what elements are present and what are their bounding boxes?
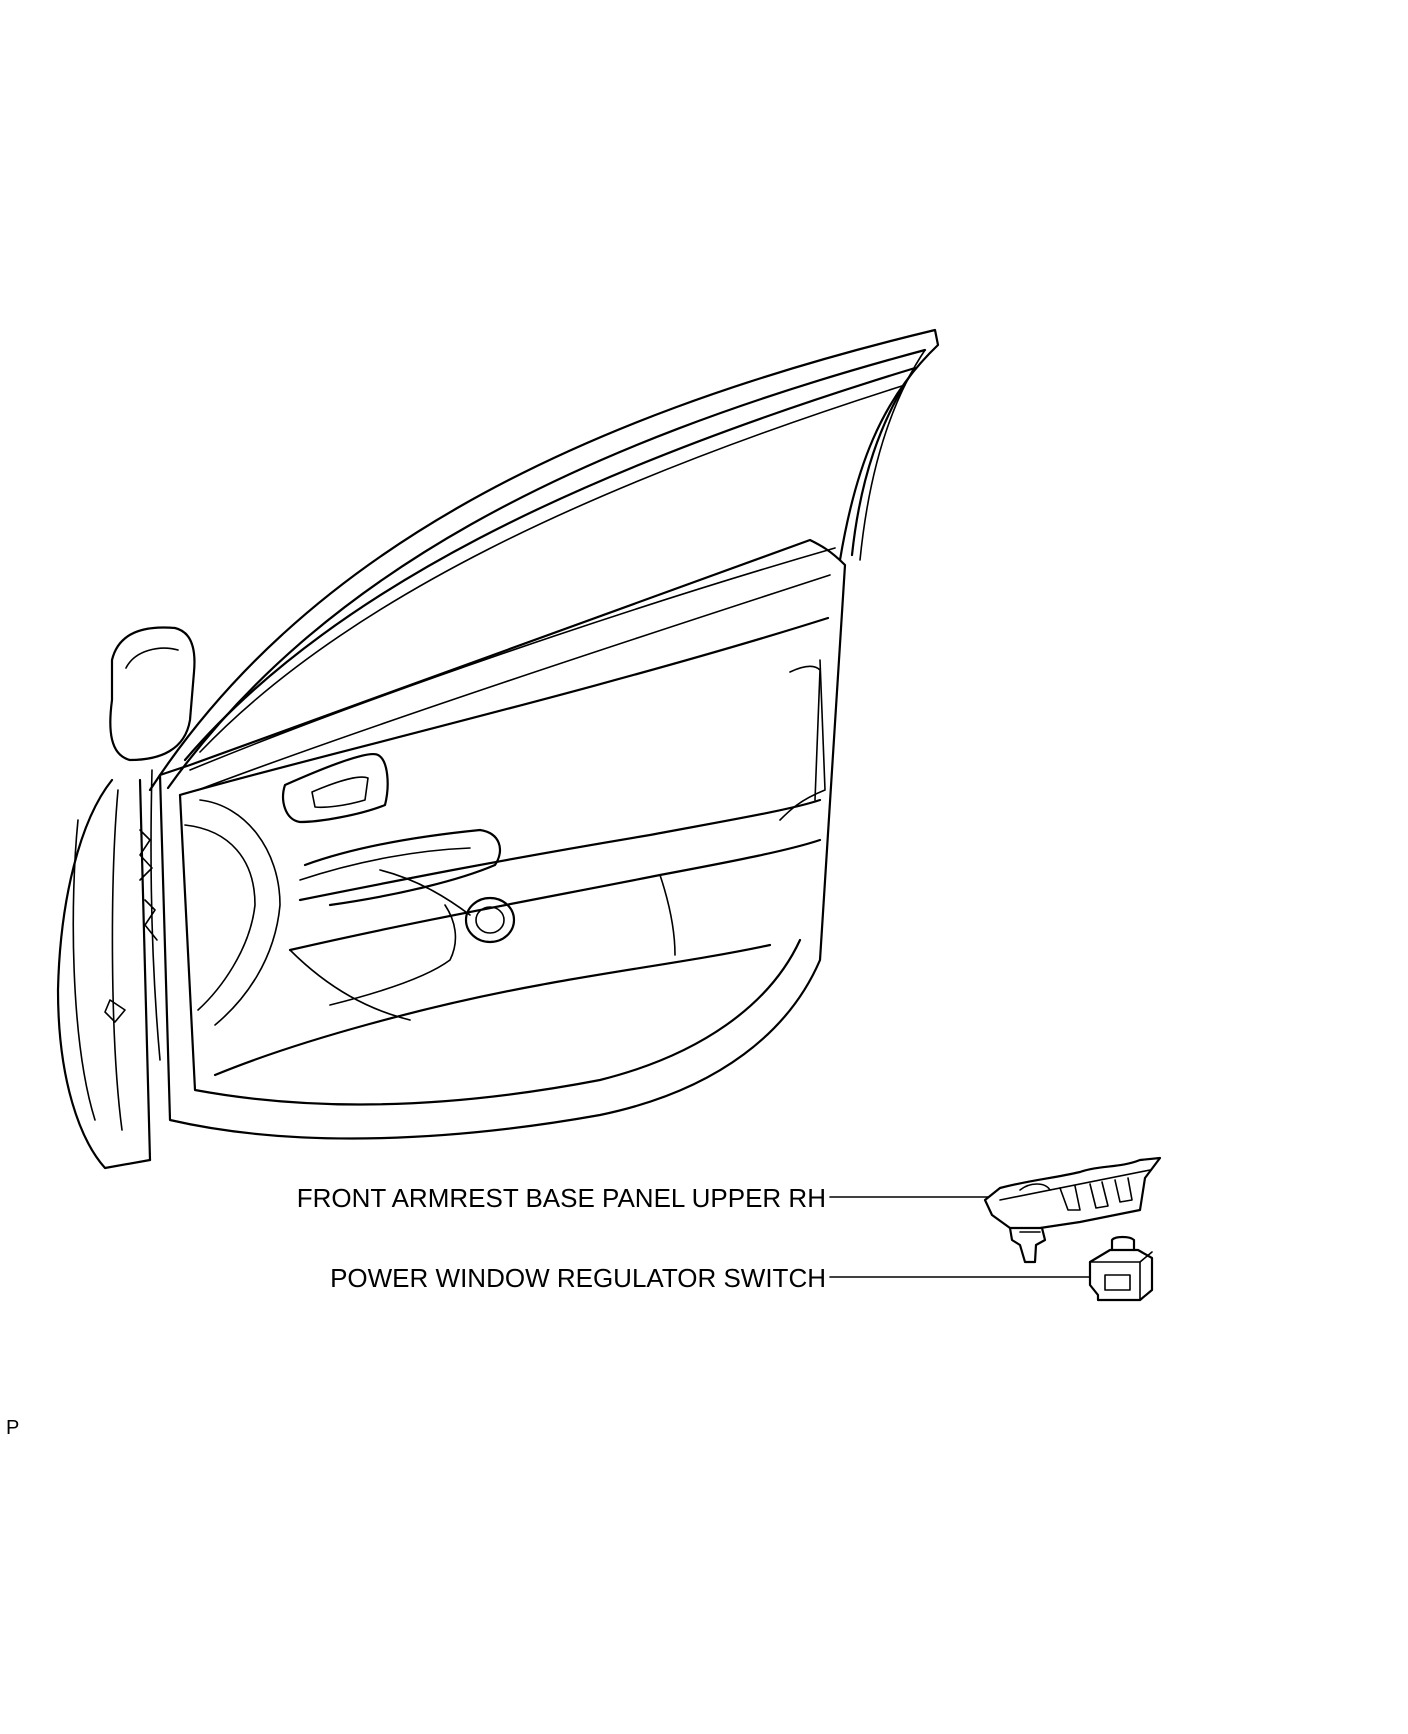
- armrest-base-panel-illustration: [983, 1156, 1162, 1264]
- side-mirror: [109, 626, 196, 762]
- power-window-switch-illustration: [1088, 1235, 1154, 1302]
- page-mark: P: [6, 1417, 20, 1439]
- door-pull-cup: [464, 896, 516, 944]
- armrest-panel-callout-label: FRONT ARMREST BASE PANEL UPPER RH: [296, 1183, 826, 1213]
- window-switch-callout-label: POWER WINDOW REGULATOR SWITCH: [330, 1263, 826, 1293]
- front-door-illustration: [56, 328, 940, 1170]
- inner-door-handle: [282, 753, 389, 824]
